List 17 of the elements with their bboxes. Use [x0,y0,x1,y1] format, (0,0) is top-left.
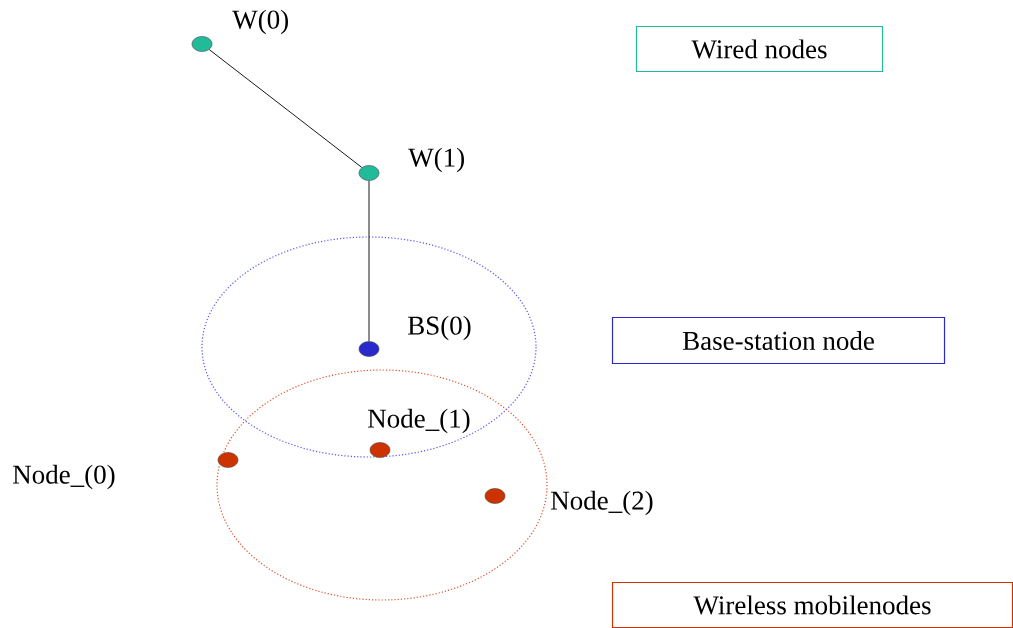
node-label: BS(0) [408,315,471,341]
node-dot [358,341,380,357]
link-line [368,180,370,342]
node-label: Node_(0) [13,464,115,490]
node-dot [191,36,213,52]
legend-box: Wired nodes [635,25,884,73]
node-label: Node_(2) [551,490,653,516]
node-label: Node_(1) [368,408,470,434]
node-label: W(1) [408,147,464,173]
node-label: W(0) [232,9,288,35]
node-dot [217,452,239,468]
legend-box: Wireless mobilenodes [611,581,1013,628]
legend-box: Base-station node [611,316,946,365]
link-line [208,49,363,168]
node-dot [358,165,380,181]
node-dot [369,442,391,458]
node-dot [484,488,506,504]
